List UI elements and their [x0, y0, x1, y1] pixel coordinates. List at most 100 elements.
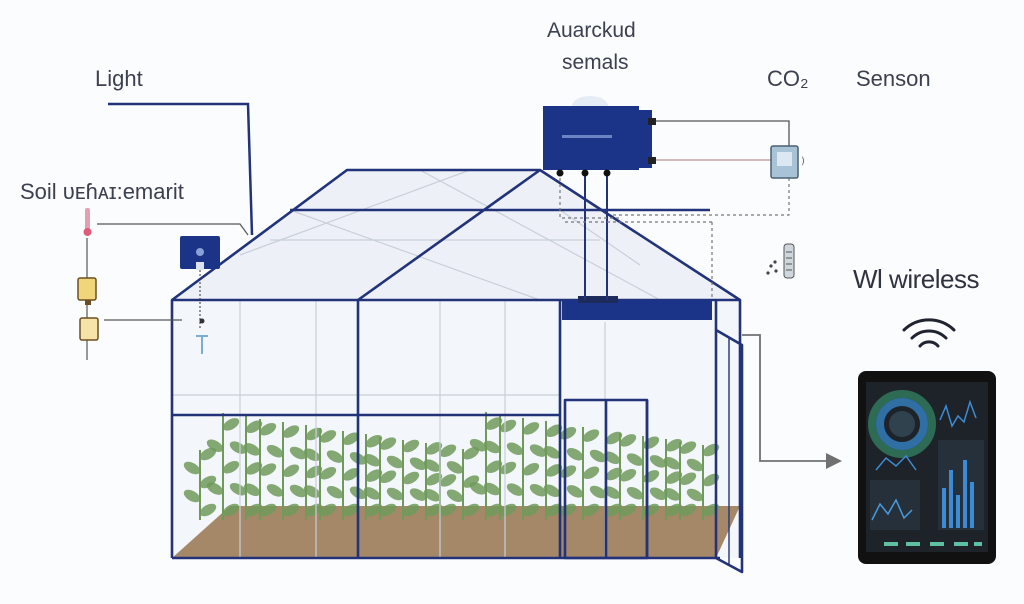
- plant-leaf: [665, 438, 683, 452]
- plant-leaf: [522, 503, 540, 517]
- plant-leaf: [342, 503, 360, 517]
- plant-leaf: [199, 503, 217, 517]
- plant-rows: [183, 412, 720, 520]
- plant-leaf: [365, 434, 383, 448]
- plant-leaf: [229, 482, 247, 496]
- advanced-sensors-label-line2: semals: [562, 51, 629, 74]
- plant-leaf: [305, 503, 323, 517]
- plant-leaf: [425, 442, 443, 455]
- plant-leaf: [379, 437, 397, 450]
- plant-leaf: [282, 425, 300, 438]
- plant-leaf: [243, 483, 261, 497]
- plant-leaf: [439, 474, 457, 487]
- co2-label: CO₂: [767, 66, 809, 91]
- plant-leaf: [342, 468, 360, 481]
- svg-text:): ): [801, 156, 805, 167]
- plant-leaf: [222, 460, 240, 474]
- plant-leaf: [589, 485, 607, 499]
- plant-leaf: [686, 488, 704, 502]
- plant-leaf: [649, 487, 667, 501]
- roof-glass: [172, 170, 740, 300]
- plant-leaf: [446, 461, 464, 474]
- plant-leaf: [499, 503, 517, 517]
- plant-leaf: [402, 503, 420, 517]
- plant-leaf: [679, 472, 697, 486]
- plant-leaf: [529, 444, 547, 457]
- co2-sensor-icon: ): [770, 145, 805, 179]
- plant-leaf: [183, 489, 201, 503]
- wireless-label: Wl wireless: [853, 264, 979, 294]
- plant-leaf: [483, 482, 501, 496]
- plant-leaf: [483, 440, 501, 454]
- plant-leaf: [582, 503, 600, 517]
- plant-leaf: [545, 424, 563, 438]
- plant-leaf: [619, 503, 637, 517]
- plant-leaf: [305, 465, 323, 479]
- plant-leaf: [543, 484, 561, 498]
- plant-leaf: [469, 482, 487, 495]
- sensor-label: Senson: [856, 66, 931, 91]
- plant-leaf: [619, 434, 637, 447]
- plant-leaf: [439, 444, 457, 458]
- advanced-sensors-label-line1: Auarckud: [547, 19, 636, 42]
- plant-leaf: [423, 488, 441, 502]
- plant-leaf: [499, 461, 517, 475]
- light-bulb-icon: [77, 277, 99, 341]
- plant-leaf: [679, 503, 697, 517]
- plant-leaf: [485, 460, 503, 474]
- plant-leaf: [386, 487, 404, 501]
- plant-leaf: [319, 503, 337, 517]
- plant-leaf: [686, 458, 704, 472]
- plant-leaf: [402, 439, 420, 453]
- plant-leaf: [206, 439, 224, 453]
- plant-leaf: [522, 422, 540, 435]
- plant-leaf: [522, 462, 540, 476]
- plant-leaf: [545, 464, 563, 477]
- plant-leaf: [425, 472, 443, 486]
- plant-leaf: [462, 503, 480, 517]
- plant-leaf: [206, 482, 224, 495]
- plant-leaf: [589, 449, 607, 463]
- plant-leaf: [386, 455, 404, 469]
- plant-leaf: [282, 503, 300, 517]
- plant-leaf: [446, 489, 464, 503]
- soil-probes: [77, 208, 99, 360]
- wiring: [97, 102, 842, 469]
- plant-leaf: [289, 446, 307, 460]
- greenhouse: [170, 168, 744, 574]
- beam-connector: [578, 296, 618, 303]
- plant-leaf: [266, 444, 284, 458]
- plant-leaf: [663, 488, 681, 501]
- plant-leaf: [379, 503, 397, 517]
- plant-leaf: [605, 503, 623, 517]
- plant-leaf: [566, 447, 584, 461]
- plant-leaf: [245, 420, 263, 434]
- plant-leaf: [289, 484, 307, 498]
- plant-leaf: [545, 503, 563, 517]
- wifi-icon: [902, 318, 956, 348]
- plant-leaf: [582, 466, 600, 480]
- plant-leaf: [319, 430, 337, 443]
- sensor-beam: [562, 300, 712, 320]
- arrow-head-icon: [826, 453, 842, 469]
- plant-leaf: [485, 503, 503, 517]
- tablet-dashboard-icon: [858, 371, 996, 564]
- plant-leaf: [363, 487, 381, 500]
- plant-leaf: [363, 453, 381, 467]
- plant-leaf: [266, 484, 284, 497]
- plant-leaf: [499, 419, 517, 433]
- light-sensor-box: [180, 236, 220, 354]
- plant-leaf: [663, 456, 681, 470]
- plant-leaf: [259, 422, 277, 436]
- greenhouse-frame: [170, 168, 744, 574]
- controller-unit: [543, 96, 656, 177]
- plant-leaf: [626, 486, 644, 500]
- plant-leaf: [423, 459, 441, 472]
- plant-leaf: [619, 468, 637, 482]
- plant-leaf: [582, 429, 600, 442]
- plant-leaf: [603, 486, 621, 499]
- plant-leaf: [665, 471, 683, 484]
- plant-leaf: [319, 466, 337, 480]
- plant-leaf: [222, 503, 240, 517]
